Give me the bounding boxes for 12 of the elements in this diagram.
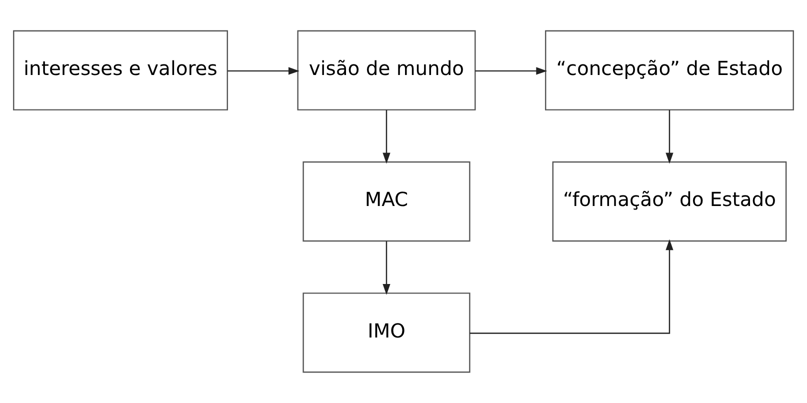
arrow xyxy=(470,239,674,334)
arrow xyxy=(228,67,300,75)
arrow xyxy=(382,110,390,164)
node-box: MAC xyxy=(302,161,470,242)
node-box: visão de mundo xyxy=(297,30,476,110)
arrow xyxy=(382,241,390,295)
arrow xyxy=(666,110,674,164)
node-box: “formação” do Estado xyxy=(552,161,787,242)
node-box: IMO xyxy=(302,292,470,373)
arrow xyxy=(475,67,548,75)
node-box: interesses e valores xyxy=(13,30,228,110)
node-box: “concepção” de Estado xyxy=(545,30,794,110)
